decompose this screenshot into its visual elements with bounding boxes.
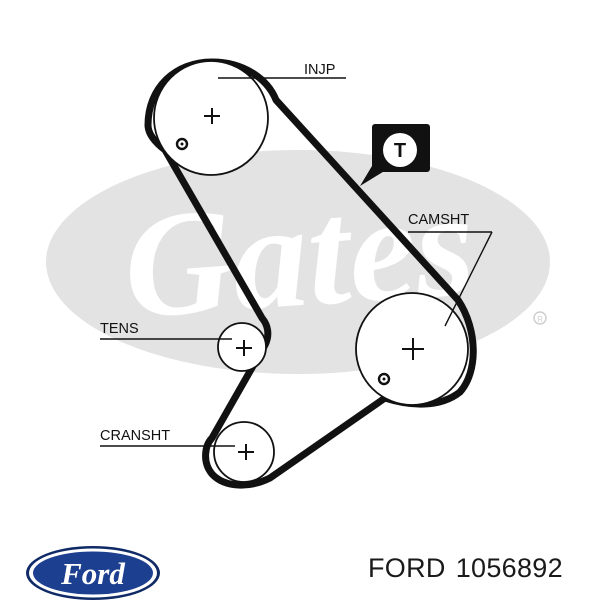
- brand-name: FORD: [368, 553, 446, 583]
- label-camshaft: CAMSHT: [408, 212, 469, 228]
- label-tensioner: TENS: [100, 321, 139, 337]
- part-number: 1056892: [455, 553, 563, 583]
- tensioner-badge-icon: T: [360, 124, 430, 186]
- ford-logo: Ford: [26, 546, 160, 600]
- leader-lines: [100, 77, 493, 447]
- label-injp: INJP: [304, 62, 335, 78]
- svg-text:R: R: [537, 315, 543, 324]
- label-crankshaft: CRANSHT: [100, 428, 170, 444]
- camshaft-pulley: [355, 292, 469, 406]
- injection-pump-pulley: [153, 60, 269, 176]
- timing-mark-icon: [377, 372, 391, 386]
- part-caption: FORD 1056892: [368, 553, 563, 584]
- tensioner-badge-letter: T: [394, 140, 406, 162]
- crankshaft-pulley: [213, 421, 275, 483]
- timing-mark-icon: [175, 137, 189, 151]
- ford-logo-text: Ford: [60, 556, 125, 591]
- tensioner-pulley: [217, 322, 267, 372]
